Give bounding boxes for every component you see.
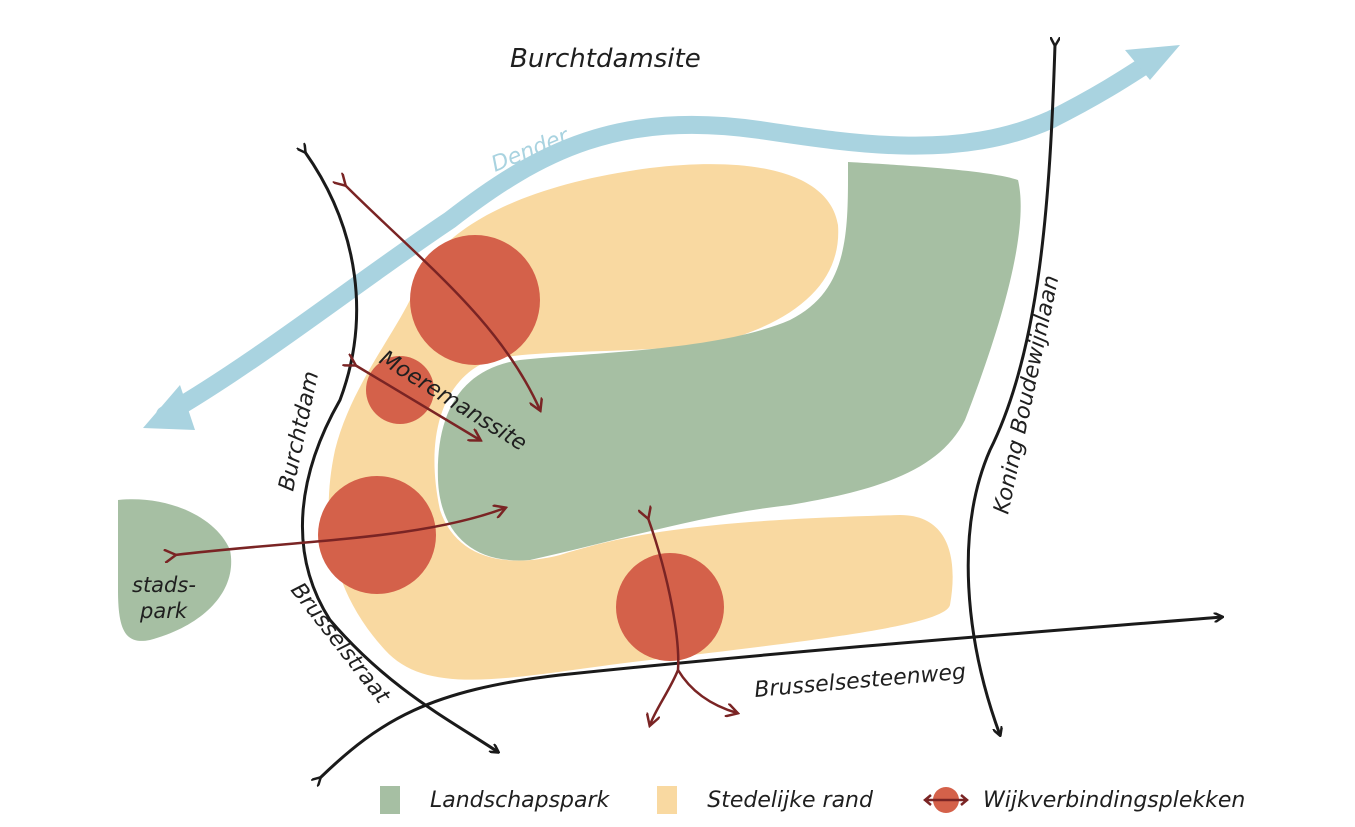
label-stadspark-1: stads- [132, 573, 196, 597]
legend-label: Stedelijke rand [707, 787, 873, 813]
connection-arrow [345, 185, 540, 410]
connection-place-icon [923, 787, 969, 813]
legend-label: Landschapspark [430, 787, 610, 813]
label-stadspark-2: park [139, 599, 188, 623]
legend-swatch-stedelijke-rand [657, 786, 678, 814]
label-burchtdamsite: Burchtdamsite [510, 44, 701, 74]
river-arrowhead-west [143, 385, 195, 430]
label-burchtdam: Burchtdam [274, 369, 324, 493]
connection-arrow [175, 508, 505, 555]
river-arrowhead-east [1125, 45, 1180, 80]
legend-label: Wijkverbindingsplekken [982, 787, 1246, 813]
landschapspark-zone [437, 162, 1021, 561]
legend: Landschapspark Stedelijke rand Wijkverbi… [380, 785, 1245, 815]
wijkverbindingsplek [616, 553, 724, 661]
label-brusselsesteenweg: Brusselsesteenweg [753, 660, 967, 703]
connection-arrows [175, 185, 737, 725]
connection-arrow [355, 365, 480, 440]
connection-arrow [676, 669, 737, 713]
legend-swatch-landschapspark [380, 786, 400, 814]
wijkverbindingsplek [410, 235, 540, 365]
connection-arrow [648, 518, 680, 725]
